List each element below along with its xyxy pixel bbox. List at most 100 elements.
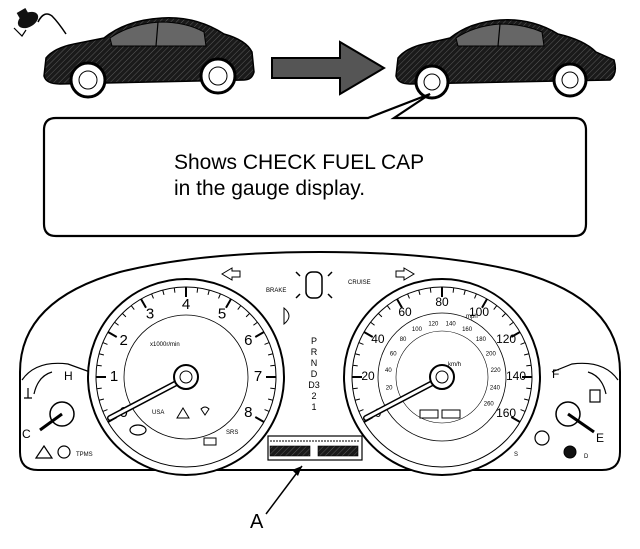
gear-indicator-letter: 1 <box>311 402 316 412</box>
tach-number: 7 <box>254 368 262 385</box>
gauge-tick <box>378 313 383 318</box>
speed-kmh-number: 140 <box>446 321 457 327</box>
gauge-tick <box>267 398 274 401</box>
gauge-tick <box>526 364 532 367</box>
gauge-tick <box>122 313 127 318</box>
tach-number: 3 <box>146 306 154 323</box>
tachometer-gauge: 012345678 x1000r/min USA <box>87 278 285 476</box>
tach-number: 4 <box>182 296 190 313</box>
gauge-tick <box>481 298 488 309</box>
gauge-tick <box>501 313 506 318</box>
speed-mph-number: 60 <box>398 305 412 319</box>
speed-mph-number: 160 <box>496 406 516 420</box>
tach-number: 8 <box>244 404 252 421</box>
gauge-tick <box>526 387 532 390</box>
gauge-tick <box>264 409 270 412</box>
tach-number: 5 <box>218 306 226 323</box>
gauge-tick <box>253 321 258 326</box>
speed-kmh-number: 240 <box>490 385 501 391</box>
gear-indicator-letter: 2 <box>311 391 316 401</box>
gauge-tick <box>510 416 521 423</box>
gauge-tick <box>98 353 105 356</box>
coolant-temp-icon <box>24 388 32 399</box>
pointer-line-a <box>265 465 303 515</box>
gauge-tick <box>196 287 199 293</box>
gauge-tick <box>520 409 526 412</box>
s-indicator: S <box>514 452 518 458</box>
callout-bubble <box>42 92 588 238</box>
gauge-tick <box>98 398 105 401</box>
gauge-tick <box>493 305 498 310</box>
gauge-tick <box>245 313 250 318</box>
d-indicator: D <box>584 454 589 460</box>
gauge-tick <box>96 387 102 390</box>
speed-mph-number: 100 <box>469 305 489 319</box>
gauge-tick <box>463 289 466 296</box>
car-before-icon <box>43 17 255 99</box>
gear-indicator-letter: P <box>311 336 317 346</box>
speed-kmh-number: 100 <box>412 327 423 333</box>
fuel-empty-label: E <box>596 431 604 445</box>
gauge-tick <box>102 342 108 345</box>
gauge-tick <box>523 353 530 356</box>
gear-indicator-letter: N <box>311 358 318 368</box>
gauge-tick <box>270 364 276 367</box>
gear-indicator-letter: R <box>311 347 318 357</box>
gauge-tick <box>254 331 265 338</box>
speed-mph-number: 120 <box>496 332 516 346</box>
fuel-full-label: F <box>552 367 559 381</box>
car-after-icon <box>395 19 617 100</box>
bottom-indicator-row: TPMS SRS S D <box>34 430 589 460</box>
transition-arrow <box>271 40 386 96</box>
speed-mph-number: 20 <box>361 369 375 383</box>
gauge-tick <box>267 353 274 356</box>
gauge-tick <box>370 321 375 326</box>
gauge-tick <box>474 293 477 299</box>
temp-high-label: H <box>64 369 73 383</box>
gauge-tick <box>130 305 135 310</box>
gear-indicator-letter: D <box>311 369 318 379</box>
gauge-tick <box>520 342 526 345</box>
tire-pressure-icon <box>57 445 71 459</box>
speed-mph-number: 80 <box>435 295 449 309</box>
tpms-label: TPMS <box>76 452 93 458</box>
gauge-tick <box>218 293 221 299</box>
gauge-tick <box>162 289 165 296</box>
speed-mph-number: 140 <box>506 369 526 383</box>
gauge-tick <box>386 305 391 310</box>
speed-kmh-number: 180 <box>476 337 487 343</box>
gauge-tick <box>418 289 421 296</box>
temp-cold-label: C <box>22 427 31 441</box>
fuel-cap-icon <box>13 8 67 37</box>
speed-kmh-number: 160 <box>462 327 473 333</box>
tach-number: 6 <box>244 332 252 349</box>
gauge-tick <box>396 298 403 309</box>
tach-number: 1 <box>110 368 118 385</box>
gauge-tick <box>352 364 358 367</box>
tach-unit-label: x1000r/min <box>150 342 180 348</box>
gear-indicator-letter: D3 <box>308 380 320 390</box>
gauge-tick <box>254 416 265 423</box>
fuel-gauge: F E <box>552 367 607 445</box>
speed-kmh-number: 120 <box>428 321 439 327</box>
gauge-tick <box>207 289 210 296</box>
speed-kmh-number: 80 <box>400 337 407 343</box>
gauge-tick <box>429 287 432 293</box>
callout-line-2: in the gauge display. <box>174 177 366 200</box>
gauge-display-a <box>267 435 363 461</box>
callout-line-1: Shows CHECK FUEL CAP <box>174 151 425 174</box>
gauge-tick <box>352 387 358 390</box>
brake-label: BRAKE <box>266 288 286 294</box>
speed-kmh-label: km/h <box>448 362 461 368</box>
speed-kmh-number: 260 <box>484 402 495 408</box>
gauge-tick <box>114 321 119 326</box>
callout-message: Shows CHECK FUEL CAP in the gauge displa… <box>174 150 534 202</box>
gauge-tick <box>358 409 364 412</box>
tach-usa-badge: USA <box>152 410 164 416</box>
speed-mph-label: mph <box>466 314 478 320</box>
gauge-tick <box>270 387 276 390</box>
fuel-pump-icon <box>589 389 601 403</box>
hazard-icon <box>34 444 54 459</box>
